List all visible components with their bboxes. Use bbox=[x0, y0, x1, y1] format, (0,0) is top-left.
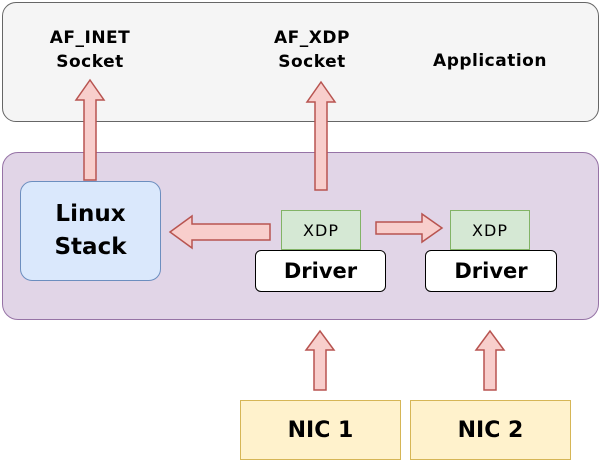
arrow-xdp-to-linux-stack bbox=[168, 214, 271, 250]
af-xdp-line1: AF_XDP bbox=[274, 28, 350, 48]
af-xdp-line2: Socket bbox=[278, 52, 346, 72]
af-inet-line1: AF_INET bbox=[49, 28, 131, 48]
linux-stack-box: Linux Stack bbox=[20, 181, 161, 281]
application-layer bbox=[2, 2, 599, 122]
application-label: Application bbox=[433, 51, 547, 71]
arrow-xdp-to-af-xdp bbox=[305, 80, 337, 191]
af-xdp-socket-label: AF_XDP Socket bbox=[252, 26, 372, 74]
linux-stack-line2: Stack bbox=[54, 234, 127, 260]
arrow-nic2-to-driver-2 bbox=[474, 329, 506, 391]
arrow-linux-to-af-inet bbox=[74, 78, 106, 181]
driver-box-1: Driver bbox=[255, 250, 386, 292]
af-inet-line2: Socket bbox=[56, 52, 124, 72]
xdp-hook-2: XDP bbox=[450, 210, 530, 250]
driver-box-2: Driver bbox=[425, 250, 557, 292]
linux-stack-line1: Linux bbox=[55, 201, 126, 227]
nic-1-box: NIC 1 bbox=[240, 400, 401, 460]
nic-2-box: NIC 2 bbox=[410, 400, 571, 460]
arrow-xdp-to-driver-2 bbox=[375, 212, 444, 244]
xdp-hook-1: XDP bbox=[281, 210, 361, 250]
af-inet-socket-label: AF_INET Socket bbox=[30, 26, 150, 74]
arrow-nic1-to-driver-1 bbox=[304, 329, 336, 391]
